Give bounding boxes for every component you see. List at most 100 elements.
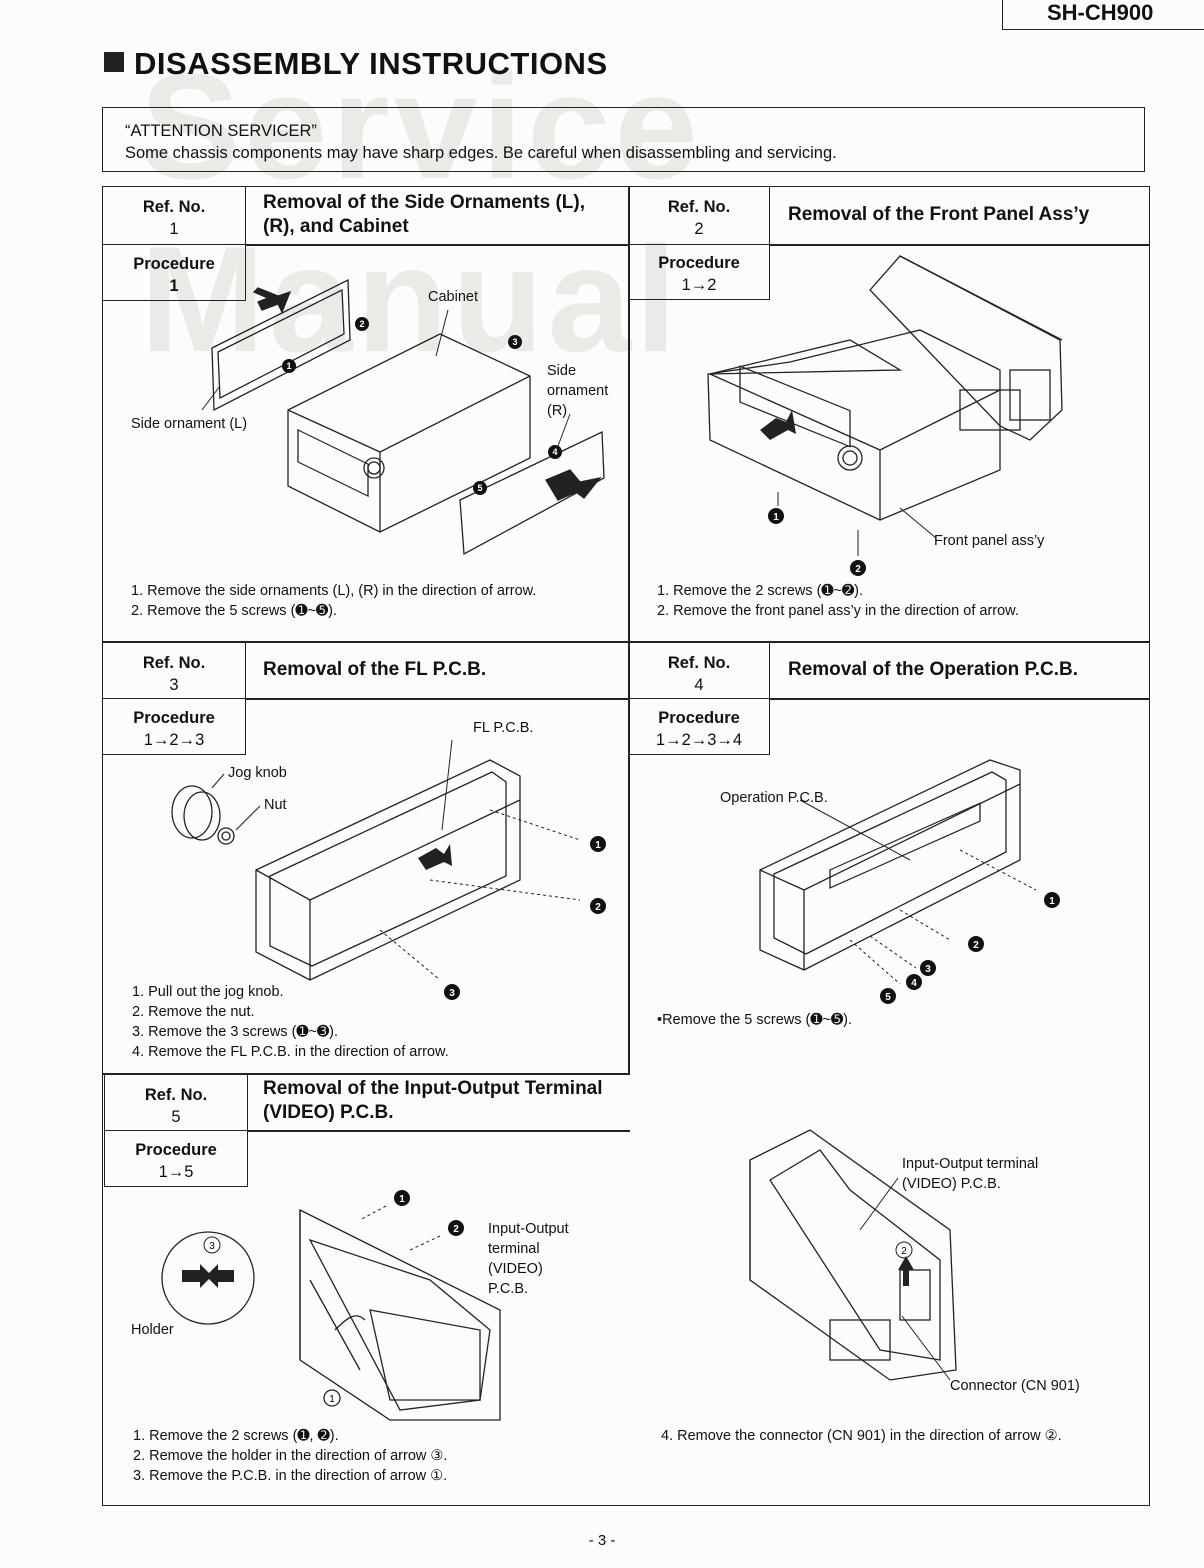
step-item: 3. Remove the P.C.B. in the direction of… [133,1468,448,1484]
operation-pcb-diagram: 1 2 34 5 [759,759,1060,1004]
step-item: 2. Remove the 5 screws (➊~➎). [131,603,338,619]
step-item: 4. Remove the FL P.C.B. in the direction… [132,1044,449,1060]
section-title-line: Removal of the Side Ornaments (L), [263,192,585,213]
watermark-text: Service Manual [140,42,702,383]
procedure-box-5: Procedure 1→5 [104,1130,248,1187]
steps-section-4: •Remove the 5 screws (➊~➎). [657,1010,852,1030]
section-title-3: Removal of the FL P.C.B. [263,659,487,680]
ref-no-label: Ref. No. [667,654,731,672]
svg-text:1: 1 [773,512,779,523]
label-line: Input-Output terminal [902,1156,1039,1172]
attention-box: “ATTENTION SERVICER” Some chassis compon… [102,107,1145,172]
procedure-value: 1→2→3 [143,731,205,749]
step-item: 1. Pull out the jog knob. [132,984,284,1000]
step-item: 2. Remove the front panel ass’y in the d… [657,603,1019,619]
page-number: - 3 - [588,1532,616,1549]
header-underline-4 [769,698,1150,700]
label-line: (VIDEO) P.C.B. [902,1176,1001,1192]
svg-text:5: 5 [885,992,891,1003]
svg-text:2: 2 [359,319,364,329]
ref-no-value: 1 [169,220,179,238]
step-item: 1. Remove the 2 screws (➊~➋). [657,583,864,599]
svg-text:1: 1 [1049,896,1055,907]
procedure-value: 1→2→3→4 [655,731,743,749]
steps-section-5: 1. Remove the 2 screws (➊, ➋). 2. Remove… [133,1426,447,1486]
steps-section-5-right: 4. Remove the connector (CN 901) in the … [661,1426,1062,1446]
label-line: ornament [547,383,609,399]
section-title-2: Removal of the Front Panel Ass’y [788,204,1090,225]
procedure-label: Procedure [133,709,215,727]
procedure-box-2: Procedure 1→2 [628,244,770,300]
steps-section-3: 1. Pull out the jog knob. 2. Remove the … [132,982,449,1062]
front-panel-diagram: 12 [707,255,1063,576]
section-title-line: (VIDEO) P.C.B. [263,1102,394,1123]
svg-text:2: 2 [855,564,861,575]
label-front-panel: Front panel ass’y [934,533,1045,549]
label-fl-pcb: FL P.C.B. [473,720,534,736]
ref-no-label: Ref. No. [142,654,206,672]
svg-text:3: 3 [925,964,931,975]
section-title-line: (R), and Cabinet [263,216,409,237]
ref-no-box-5: Ref. No. 5 [104,1073,248,1131]
step-item: 1. Remove the 2 screws (➊, ➋). [133,1428,339,1444]
step-item: 1. Remove the side ornaments (L), (R) in… [131,583,537,599]
svg-text:2: 2 [973,940,979,951]
ref-no-label: Ref. No. [144,1086,208,1104]
ref-no-box-4: Ref. No. 4 [628,641,770,699]
ref-no-box-1: Ref. No. 1 [102,186,246,245]
label-line: Input-Output [488,1221,569,1237]
label-line: (VIDEO) [488,1261,543,1277]
steps-section-1: 1. Remove the side ornaments (L), (R) in… [131,581,536,621]
svg-text:4: 4 [552,447,557,457]
page-title-text: DISASSEMBLY INSTRUCTIONS [134,46,608,81]
ref-no-label: Ref. No. [142,198,206,216]
svg-text:1: 1 [595,840,601,851]
procedure-label: Procedure [133,255,215,273]
step-item: 4. Remove the connector (CN 901) in the … [661,1428,1062,1444]
label-nut: Nut [264,797,287,813]
label-cabinet: Cabinet [428,289,478,305]
label-io-pcb-right: Input-Output terminal (VIDEO) P.C.B. [902,1154,1038,1194]
procedure-label: Procedure [658,254,740,272]
fl-pcb-diagram: 1 2 3 [171,739,606,1000]
label-side-ornament-r: Side ornament (R) [547,361,608,421]
ref-no-value: 3 [169,676,179,694]
io-pcb-diagram-right: 2 [749,1129,957,1381]
svg-text:5: 5 [477,483,482,493]
label-line: terminal [488,1241,540,1257]
section-title-line: Removal of the Input-Output Terminal [263,1078,603,1099]
attention-body: Some chassis components may have sharp e… [125,144,837,162]
procedure-box-4: Procedure 1→2→3→4 [628,698,770,755]
svg-text:2: 2 [595,902,601,913]
section-title-4: Removal of the Operation P.C.B. [788,659,1078,680]
label-operation-pcb: Operation P.C.B. [720,790,828,806]
label-line: P.C.B. [488,1281,529,1297]
procedure-box-3: Procedure 1→2→3 [102,698,246,755]
label-connector: Connector (CN 901) [950,1378,1080,1394]
column-divider [628,186,630,1074]
svg-text:3: 3 [512,337,517,347]
procedure-value: 1→5 [158,1163,194,1181]
header-underline-1 [245,244,629,246]
ref-no-value: 2 [694,220,704,238]
step-item: 2. Remove the holder in the direction of… [133,1448,448,1464]
ref-no-label: Ref. No. [667,198,731,216]
label-line: Side [547,363,577,379]
svg-text:1: 1 [329,1394,335,1405]
ref-no-box-3: Ref. No. 3 [102,641,246,699]
header-underline-3 [245,698,629,700]
svg-text:3: 3 [449,988,455,999]
svg-text:1: 1 [286,361,291,371]
instructions-frame [102,186,1150,1506]
label-line: (R) [547,403,568,419]
model-number: SH-CH900 [1002,0,1204,30]
procedure-label: Procedure [658,709,740,727]
procedure-value: 1→2 [681,276,717,294]
io-pcb-diagram-left: 12 3 1 [161,1190,501,1421]
label-io-pcb-left: Input-Output terminal (VIDEO) P.C.B. [488,1219,569,1299]
svg-text:2: 2 [453,1224,459,1235]
cabinet-diagram: 2 1 3 4 5 [201,278,605,556]
row-divider-2 [102,1073,630,1075]
square-bullet-icon [104,52,124,72]
svg-text:4: 4 [911,978,917,989]
